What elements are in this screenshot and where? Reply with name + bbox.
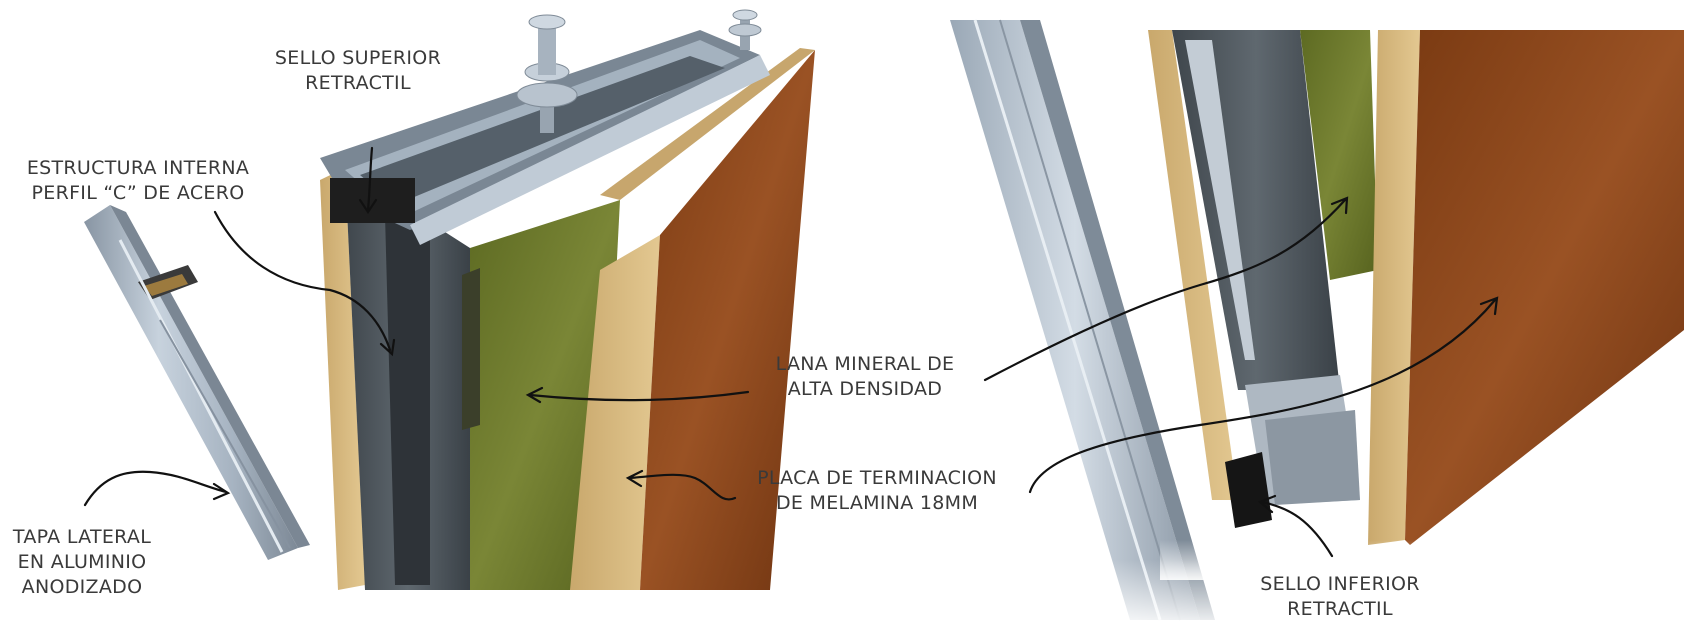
arrow-mineral-wool	[525, 386, 750, 404]
label-structure: ESTRUCTURA INTERNA PERFIL “C” DE ACERO	[26, 157, 250, 204]
label-mineral-wool: LANA MINERAL DE ALTA DENSIDAD	[775, 353, 955, 400]
adjustment-screw	[516, 14, 578, 133]
top-seal-block	[330, 178, 415, 223]
adjustment-screw	[728, 9, 762, 50]
side-cap-profile	[84, 205, 310, 560]
arrow-side-cap	[83, 470, 231, 507]
arrow-structure	[213, 210, 396, 357]
side-profile-right	[950, 19, 1220, 624]
arrow-plate-right	[1028, 296, 1499, 494]
right-assembly	[950, 19, 1684, 624]
label-side-cap: TAPA LATERAL EN ALUMINIO ANODIZADO	[12, 526, 152, 598]
leader-arrows	[83, 146, 1499, 558]
bottom-seal-block	[1225, 452, 1272, 528]
label-finish-plate: PLACA DE TERMINACION DE MELAMINA 18MM	[757, 467, 997, 514]
arrow-finish-plate	[625, 469, 737, 501]
label-top-seal: SELLO SUPERIOR RETRACTIL	[274, 47, 442, 94]
label-bottom-seal: SELLO INFERIOR RETRACTIL	[1260, 573, 1420, 620]
arrow-bottom-seal	[1257, 494, 1334, 558]
left-assembly	[84, 9, 815, 590]
door-core	[320, 9, 815, 590]
arrow-wool-right	[983, 196, 1349, 382]
arrow-top-seal	[358, 146, 378, 214]
